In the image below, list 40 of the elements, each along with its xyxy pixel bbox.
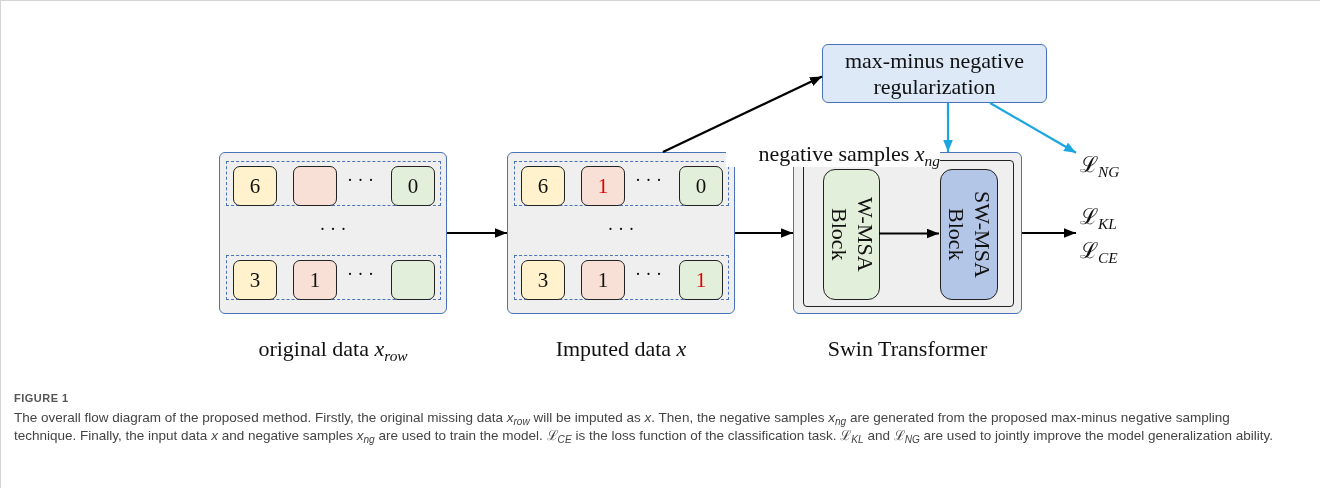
ellipsis: · · ·: [607, 219, 635, 240]
value-cell: 6: [233, 166, 277, 206]
ellipsis: · · ·: [347, 264, 374, 285]
ellipsis: · · ·: [635, 170, 662, 191]
panel-caption: original data x$_{row}$: [258, 336, 408, 362]
arrow: [943, 103, 953, 152]
block-box: SW-MSA Block: [940, 169, 998, 300]
arrow: [989, 102, 1077, 154]
value-cell: 0: [391, 166, 435, 206]
arrow: [662, 75, 823, 153]
value-cell: 6: [521, 166, 565, 206]
arrow: [1022, 228, 1076, 238]
arrow: [879, 228, 939, 239]
arrow: [447, 228, 507, 238]
value-cell: 1: [581, 260, 625, 300]
value-cell: 1: [581, 166, 625, 206]
dashed-row-frame: [226, 255, 441, 300]
value-cell: 0: [679, 166, 723, 206]
ellipsis: · · ·: [319, 219, 347, 240]
process-box: max-minus negative regularization: [822, 44, 1047, 103]
loss-term: ℒ$_{CE}$: [1080, 237, 1118, 264]
loss-term: ℒ$_{KL}$: [1080, 203, 1117, 230]
arrow: [735, 228, 793, 238]
value-cell: 1: [293, 260, 337, 300]
figure-number: FIGURE 1: [14, 392, 69, 404]
dashed-row-frame: [514, 255, 729, 300]
dashed-row-frame: [514, 161, 729, 206]
figure-caption: The overall flow diagram of the proposed method. Firstly, the original missing data x$_{row}$ will be imputed as x. Then, the negative samples x$_{ng}$ are generated from the proposed max-minus negative sampling technique. Finally, the input data x and negative samples x$_{ng}$ are used to train the model. ℒ$_{CE}$ is the loss function of the classification task. ℒ$_{KL}$ and ℒ$_{NG}$ are used to jointly improve the model generalization ability.: [14, 409, 1275, 445]
ellipsis: · · ·: [635, 264, 662, 285]
block-box: W-MSA Block: [823, 169, 880, 300]
value-cell: 3: [233, 260, 277, 300]
loss-term: ℒ$_{NG}$: [1080, 151, 1120, 178]
empty-cell: [391, 260, 435, 300]
value-cell: 3: [521, 260, 565, 300]
dashed-row-frame: [226, 161, 441, 206]
empty-cell: [293, 166, 337, 206]
panel-caption: Imputed data x: [555, 336, 687, 362]
panel-caption: Swin Transformer: [827, 336, 988, 362]
value-cell: 1: [679, 260, 723, 300]
ellipsis: · · ·: [347, 170, 374, 191]
